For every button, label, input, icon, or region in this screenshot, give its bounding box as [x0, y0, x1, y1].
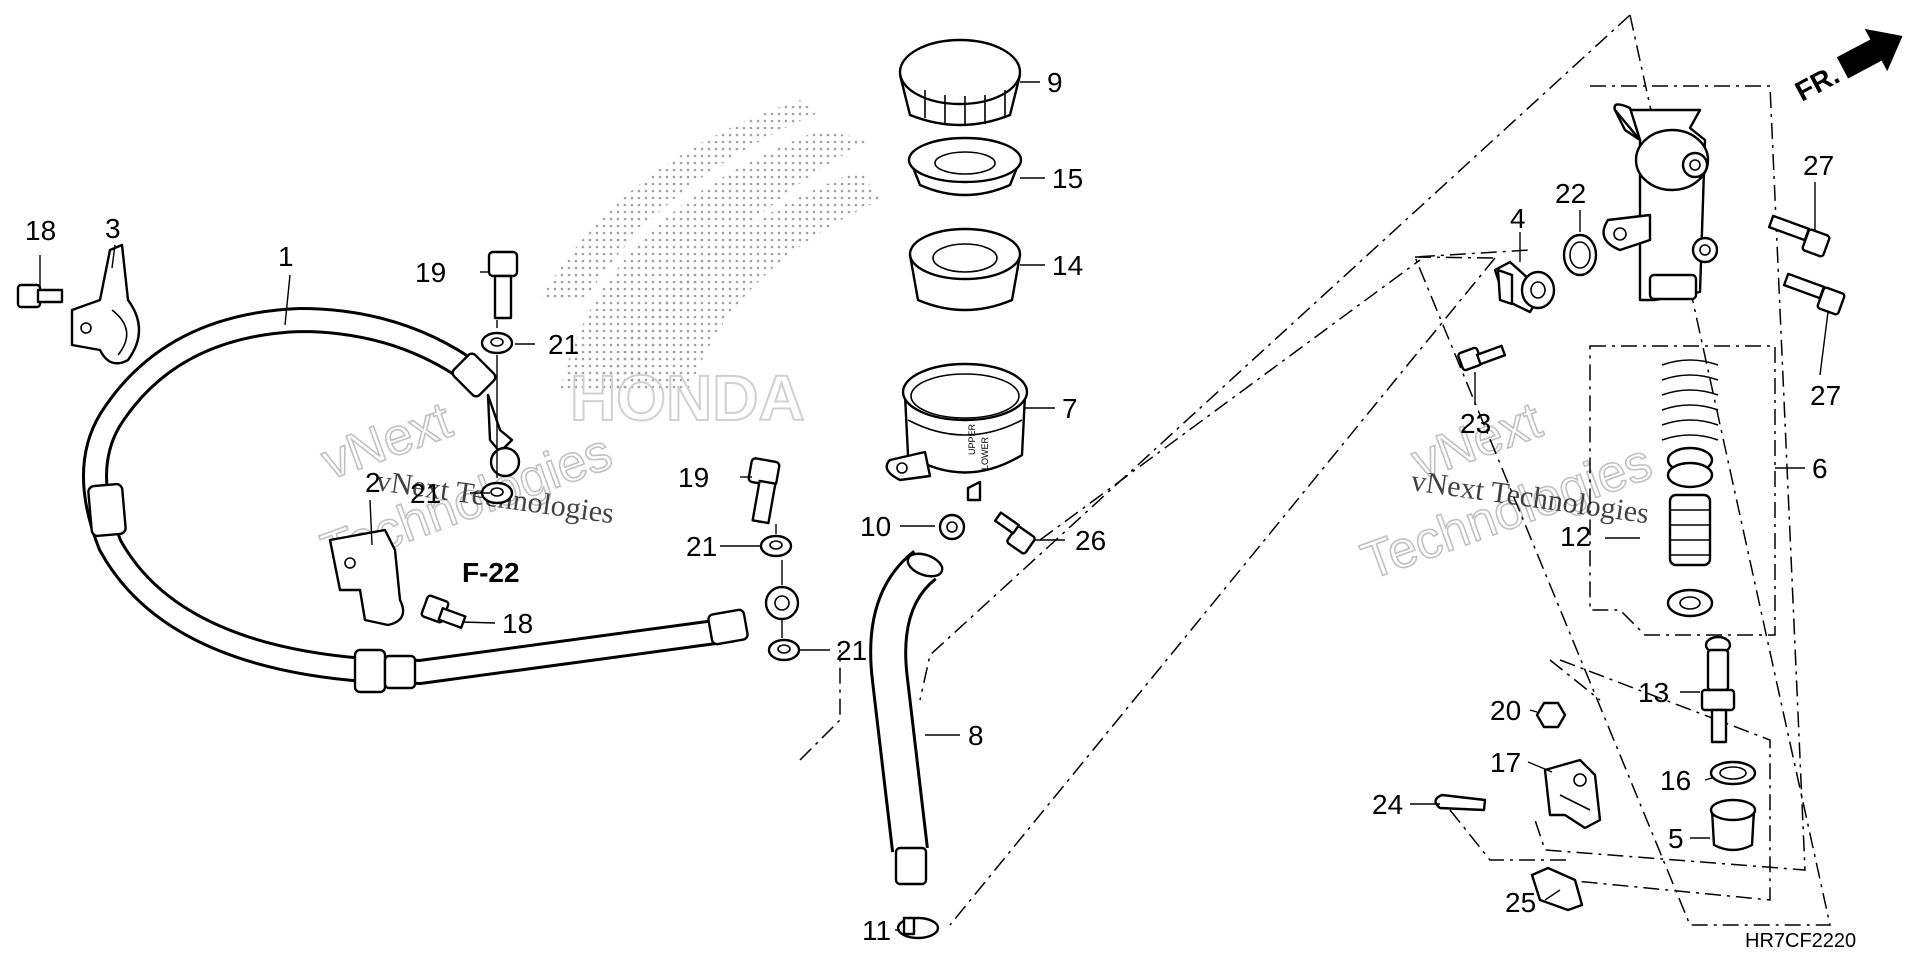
leader-lines: [39, 81, 1829, 931]
screw-26: [993, 511, 1036, 555]
hose-fitting-a: [353, 648, 387, 694]
callout-17: 17: [1490, 747, 1521, 778]
clevis-17: [1543, 758, 1602, 830]
hose-fitting-d: [451, 352, 497, 398]
piston-set-12: [1661, 359, 1719, 618]
callout-12: 12: [1560, 521, 1591, 552]
o-ring-22: [1562, 233, 1598, 277]
reservoir-mark-upper: UPPER: [967, 423, 977, 455]
hose-banjo-eye-right: [764, 585, 800, 621]
hose-fitting-c: [707, 608, 749, 646]
diaphragm-plate-15: [907, 136, 1023, 197]
callout-21-c: 21: [686, 531, 717, 562]
callout-6: 6: [1812, 453, 1828, 484]
callout-27-top: 27: [1803, 150, 1834, 181]
bolt-27-bottom: [1782, 272, 1846, 316]
banjo-bolt-19-mid: [747, 457, 781, 525]
callout-10: 10: [860, 511, 891, 542]
hose-fitting-b: [383, 654, 417, 690]
reservoir-mark-lower: LOWER: [980, 436, 990, 470]
reservoir-7: UPPER LOWER: [885, 362, 1029, 502]
brand-watermark-text: HONDA: [570, 362, 805, 434]
callout-15: 15: [1052, 163, 1083, 194]
callout-16: 16: [1660, 765, 1691, 796]
callout-27-bottom: 27: [1810, 380, 1841, 411]
washer-21-a: [480, 331, 514, 355]
callout-9: 9: [1047, 67, 1063, 98]
cotter-pin-24: [1434, 793, 1487, 812]
callout-19-mid: 19: [678, 462, 709, 493]
hose-clip-11: [896, 916, 940, 940]
washer-21-d: [767, 638, 801, 662]
assembly-boundaries: [799, 14, 1831, 926]
front-arrow-icon: [1836, 28, 1903, 79]
bolt-18-top: [16, 283, 64, 309]
callout-21-d: 21: [836, 635, 867, 666]
callout-11: 11: [862, 915, 891, 946]
reference-label-f22: F-22: [462, 557, 520, 588]
diaphragm-14: [908, 227, 1022, 312]
callouts: 1 2 3 4 5 6 7 8 9 10 11 12 13 14 15 16 1…: [25, 67, 1841, 946]
callout-20: 20: [1490, 695, 1521, 726]
callout-19-top: 19: [415, 257, 446, 288]
callout-21-b: 21: [410, 478, 441, 509]
callout-24: 24: [1372, 789, 1403, 820]
callout-18-mid: 18: [502, 608, 533, 639]
brand-watermark: HONDA: [540, 100, 880, 435]
boot-5: [1709, 798, 1757, 852]
bolt-27-top: [1767, 214, 1831, 258]
callout-4: 4: [1510, 203, 1526, 234]
front-indicator-label: FR.: [1790, 59, 1844, 108]
hose-clamp-3: [70, 243, 141, 365]
callout-8: 8: [968, 720, 984, 751]
callout-7: 7: [1062, 393, 1078, 424]
nut-20: [1535, 701, 1567, 729]
vnext-watermark-right: vNext Technologies vNext Technologies: [1353, 390, 1660, 592]
hose-clamp-2: [328, 528, 405, 627]
callout-26: 26: [1075, 525, 1106, 556]
hose-clip-10: [938, 513, 966, 541]
joint-4: [1493, 260, 1556, 314]
brake-hose: [82, 306, 800, 694]
part-code: HR7CF2220: [1745, 930, 1856, 952]
callout-5: 5: [1668, 823, 1684, 854]
reservoir-hose-8: [869, 550, 944, 886]
front-indicator: FR.: [1790, 28, 1903, 108]
callout-22: 22: [1555, 178, 1586, 209]
washer-21-c: [759, 534, 793, 558]
hose-banjo-top: [486, 393, 514, 454]
callout-23: 23: [1460, 408, 1491, 439]
callout-14: 14: [1052, 250, 1083, 281]
callout-1: 1: [278, 241, 294, 272]
circlip-16: [1709, 760, 1757, 786]
callout-21-a: 21: [548, 329, 579, 360]
joint-pin-25: [1530, 866, 1584, 912]
master-cylinder-body: [1602, 103, 1719, 302]
banjo-bolt-19-top: [487, 250, 519, 320]
callout-2: 2: [365, 467, 381, 498]
reservoir-cap-9: [898, 38, 1022, 127]
hose-sleeve-1: [87, 482, 127, 538]
callout-3: 3: [105, 213, 121, 244]
callout-13: 13: [1638, 677, 1669, 708]
push-rod-13: [1700, 635, 1736, 744]
screw-23: [1457, 344, 1507, 372]
hose-banjo-eye-top: [489, 446, 521, 478]
callout-25: 25: [1505, 887, 1536, 918]
callout-18-top: 18: [25, 215, 56, 246]
bolt-18-mid: [420, 594, 467, 629]
